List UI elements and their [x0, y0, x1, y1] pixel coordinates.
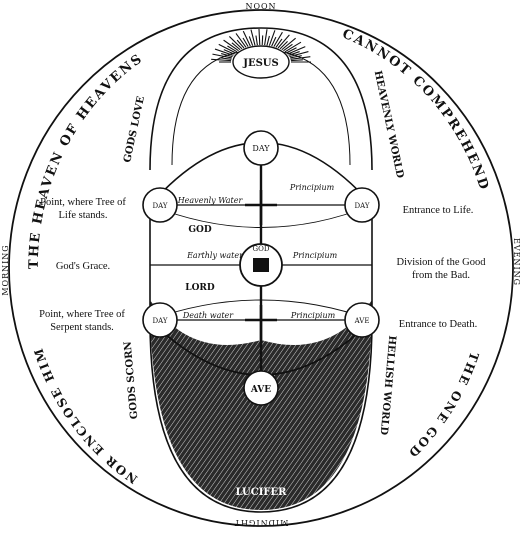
sun-ray — [259, 29, 260, 45]
sun-ray — [224, 40, 239, 51]
death-water-label: Death water — [182, 311, 234, 320]
circle-top-label: DAY — [252, 144, 270, 153]
sun-ray — [211, 59, 231, 60]
hellish-world-label: HELLISH WORLD — [378, 335, 398, 436]
circle-bottom-label: AVE — [250, 385, 271, 395]
gods-scorn-label: GODS SCORN — [123, 341, 141, 420]
compass-midnight: MIDNIGHT — [234, 518, 289, 527]
sun-ray — [291, 60, 303, 61]
ring-lower-right: THE ONE GOD — [405, 350, 482, 461]
principium-upper-label: Principium — [289, 183, 335, 192]
earthly-water-label: Earthly water — [186, 251, 244, 260]
ring-upper-right: CANNOT COMPREHEND — [340, 27, 492, 194]
sun-ray — [265, 29, 267, 45]
compass-morning: MORNING — [1, 244, 10, 295]
compass-evening: EVENING — [512, 238, 521, 286]
sun-ray — [285, 42, 301, 52]
label-entrance-death: Entrance to Death. — [386, 318, 490, 331]
cross-lower — [245, 305, 277, 340]
label-division: Division of the Good from the Bad. — [386, 256, 496, 282]
circle-lower-left-label: DAY — [152, 317, 167, 325]
sun-ray — [269, 30, 275, 45]
circle-lower-right-label: AVE — [354, 317, 370, 325]
label-tree-of-serpent: Point, where Tree of Serpent stands. — [28, 308, 136, 334]
principium-middle-label: Principium — [292, 251, 338, 260]
ring-lower-left: NOR ENCLOSE HIM — [31, 345, 140, 486]
compass-noon: NOON — [245, 2, 276, 11]
gods-love-label: GODS LOVE — [122, 95, 147, 164]
circle-upper-left-label: DAY — [152, 202, 167, 210]
lord-label: LORD — [185, 283, 215, 293]
jesus-sun — [211, 29, 311, 78]
lucifer-label: LUCIFER — [236, 487, 288, 498]
cross-upper — [245, 190, 277, 225]
label-tree-of-life: Point, where Tree of Life stands. — [32, 196, 134, 222]
principium-lower-label: Principium — [290, 311, 336, 320]
circle-upper-right-label: DAY — [354, 202, 369, 210]
sun-ray — [276, 39, 282, 47]
sun-ray — [267, 36, 269, 45]
label-gods-grace: God's Grace. — [32, 260, 134, 273]
god-label: GOD — [188, 225, 212, 235]
sun-ray — [282, 38, 296, 50]
label-entrance-life: Entrance to Life. — [386, 204, 490, 217]
sun-ray — [256, 36, 257, 46]
heavenly-water-label: Heavenly Water — [177, 196, 244, 205]
heavenly-world-label: HEAVENLY WORLD — [372, 70, 406, 180]
circle-center-label: GOD — [253, 245, 270, 253]
jesus-label: JESUS — [242, 58, 279, 69]
